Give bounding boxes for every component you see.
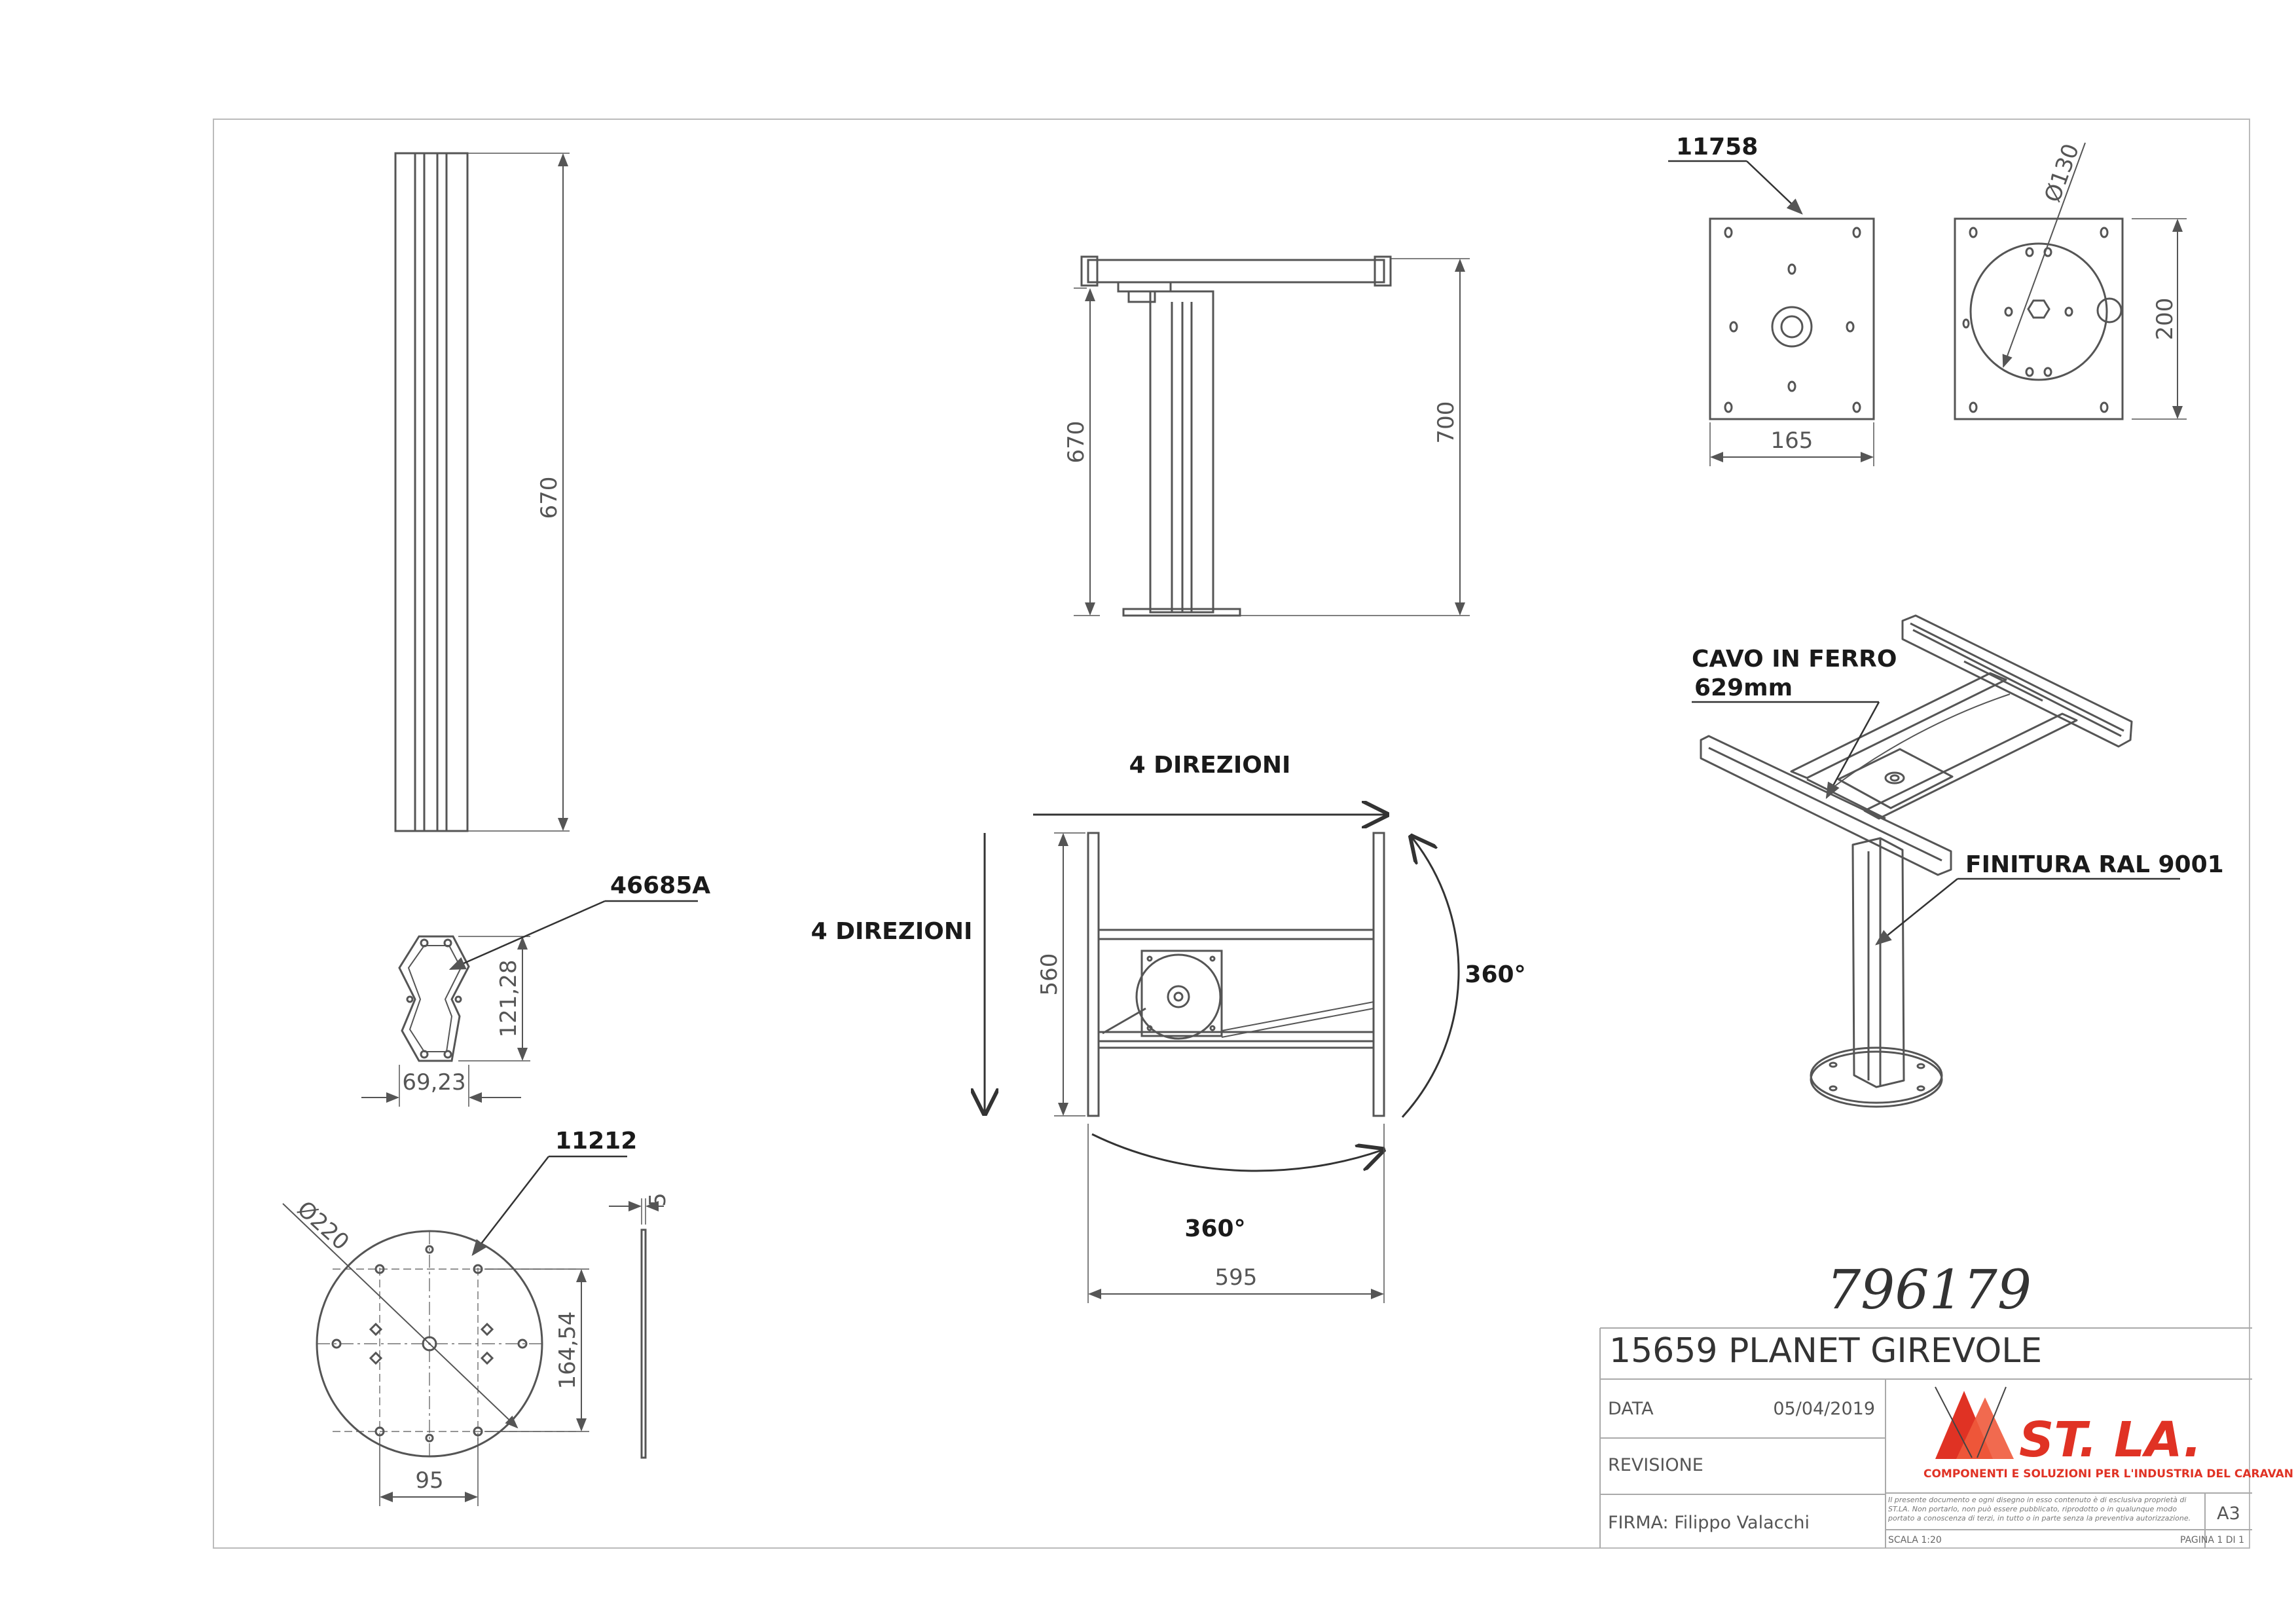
base-thickness-dim: 5 (645, 1192, 671, 1207)
table-front-view (1074, 255, 1470, 617)
profile-section-leader (448, 900, 698, 970)
section-width-dim: 69,23 (402, 1069, 465, 1096)
date-value: 05/04/2019 (1773, 1399, 1875, 1419)
plate-height-dim: 200 (2152, 298, 2178, 341)
signature-label: FIRMA: Filippo Valacchi (1608, 1513, 1810, 1533)
direction-vertical-label: 4 DIREZIONI (811, 918, 973, 945)
revision-label: REVISIONE (1608, 1455, 1704, 1475)
base-hole-y-dim: 164,54 (555, 1312, 581, 1390)
cable-callout: CAVO IN FERRO (1692, 646, 1897, 673)
top-plate-left-view (1709, 217, 1875, 466)
section-height-dim: 121,28 (496, 960, 522, 1038)
logo-tagline: COMPONENTI E SOLUZIONI PER L'INDUSTRIA D… (1923, 1467, 2293, 1481)
isometric-view (1700, 614, 2133, 1108)
drawing-title: 15659 PLANET GIREVOLE (1609, 1331, 2042, 1371)
finish-callout-leader (1875, 877, 2180, 946)
top-width-dim: 595 (1215, 1264, 1258, 1291)
title-block (1599, 1327, 2252, 1548)
leg-side-view (394, 152, 570, 832)
base-plate-view (282, 1198, 664, 1506)
base-diameter-dim: Ø220 (292, 1196, 354, 1255)
profile-section-callout: 46685A (610, 872, 710, 899)
scale-label: SCALA 1:20 (1888, 1535, 1942, 1545)
rotation-right-label: 360° (1465, 961, 1525, 988)
table-top-view (985, 815, 1460, 1303)
handwritten-code: 796179 (1827, 1259, 2032, 1321)
company-logo: ST. LA. COMPONENTI E SOLUZIONI PER L'IND… (1923, 1386, 2293, 1481)
top-plate-callout-leader (1668, 160, 1803, 215)
page-label: PAGINA 1 DI 1 (2180, 1535, 2244, 1545)
disclaimer-line-3: portato a conoscenza di terzi, in tutto … (1887, 1514, 2191, 1522)
front-leg-height-dim: 670 (1063, 421, 1089, 464)
logo-name: ST. LA. (2019, 1412, 2202, 1468)
top-plate-callout: 11758 (1676, 134, 1758, 160)
date-label: DATA (1608, 1399, 1654, 1419)
disclaimer-line-1: Il presente documento e ogni disegno in … (1888, 1496, 2186, 1504)
profile-section-view (361, 935, 530, 1107)
front-total-height-dim: 700 (1433, 401, 1459, 444)
cable-length-callout: 629mm (1694, 674, 1793, 701)
base-hole-x-dim: 95 (415, 1467, 443, 1494)
rotation-bottom-label: 360° (1184, 1215, 1245, 1242)
base-plate-leader (471, 1155, 627, 1256)
top-plate-right-view (1954, 142, 2187, 420)
direction-horizontal-label: 4 DIREZIONI (1129, 752, 1291, 779)
sheet-format: A3 (2217, 1504, 2240, 1524)
leg-height-dim: 670 (536, 477, 562, 519)
finish-callout: FINITURA RAL 9001 (1965, 851, 2224, 878)
sheet-border (213, 119, 2250, 1549)
plate-width-dim: 165 (1771, 428, 1813, 454)
top-depth-dim: 560 (1036, 953, 1063, 996)
cable-callout-leader (1692, 701, 1880, 800)
disclaimer-line-2: ST.LA. Non portarlo, non può essere pubb… (1888, 1505, 2177, 1513)
base-plate-callout: 11212 (555, 1128, 637, 1154)
plate-diameter-dim: Ø130 (2039, 140, 2085, 206)
